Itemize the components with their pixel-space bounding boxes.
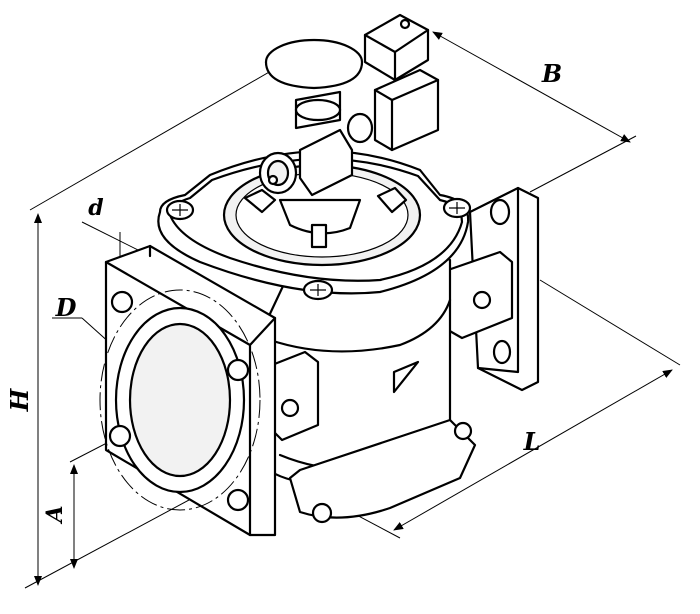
top-cover — [157, 150, 472, 301]
label-h: H — [5, 387, 34, 412]
outlet-bolt-hole — [492, 339, 512, 365]
flange-bore — [128, 322, 232, 478]
valve-tee — [298, 128, 354, 197]
base-bolt — [311, 502, 333, 524]
l-dimension-line — [393, 369, 673, 531]
stem-collar — [294, 98, 342, 122]
bolt-circle — [99, 289, 261, 511]
solenoid-actuator — [258, 13, 440, 197]
cover-screw — [442, 197, 472, 219]
b-extension — [529, 135, 637, 193]
pilot-stem — [310, 223, 328, 249]
cover-screw — [302, 279, 334, 301]
label-d-small: d — [88, 195, 103, 221]
flange-bolt-hole — [108, 424, 132, 448]
dimension-labels: H A D d B L — [5, 59, 562, 525]
h-extension-top — [29, 59, 291, 211]
rib-screw — [280, 398, 300, 418]
inlet-flange — [99, 244, 277, 537]
inlet-rib — [270, 350, 320, 442]
b-dimension-line — [432, 31, 631, 143]
outlet-flange — [446, 186, 540, 392]
label-d-large: D — [55, 293, 77, 322]
flange-bolt-hole — [226, 358, 250, 382]
label-l: L — [523, 427, 541, 456]
label-a: A — [42, 505, 68, 524]
l-extension-right — [539, 279, 681, 366]
flow-arrow-mark — [392, 360, 420, 394]
label-b: B — [541, 59, 562, 88]
rib-screw — [472, 290, 492, 310]
solenoid-connector — [363, 13, 430, 82]
flange-bolt-hole — [226, 488, 250, 512]
cover-screw — [165, 199, 195, 221]
flange-bolt-hole — [110, 290, 134, 314]
outlet-bolt-hole — [489, 198, 511, 226]
base-bolt — [453, 421, 473, 441]
body-base — [288, 418, 477, 519]
side-port — [346, 112, 374, 144]
